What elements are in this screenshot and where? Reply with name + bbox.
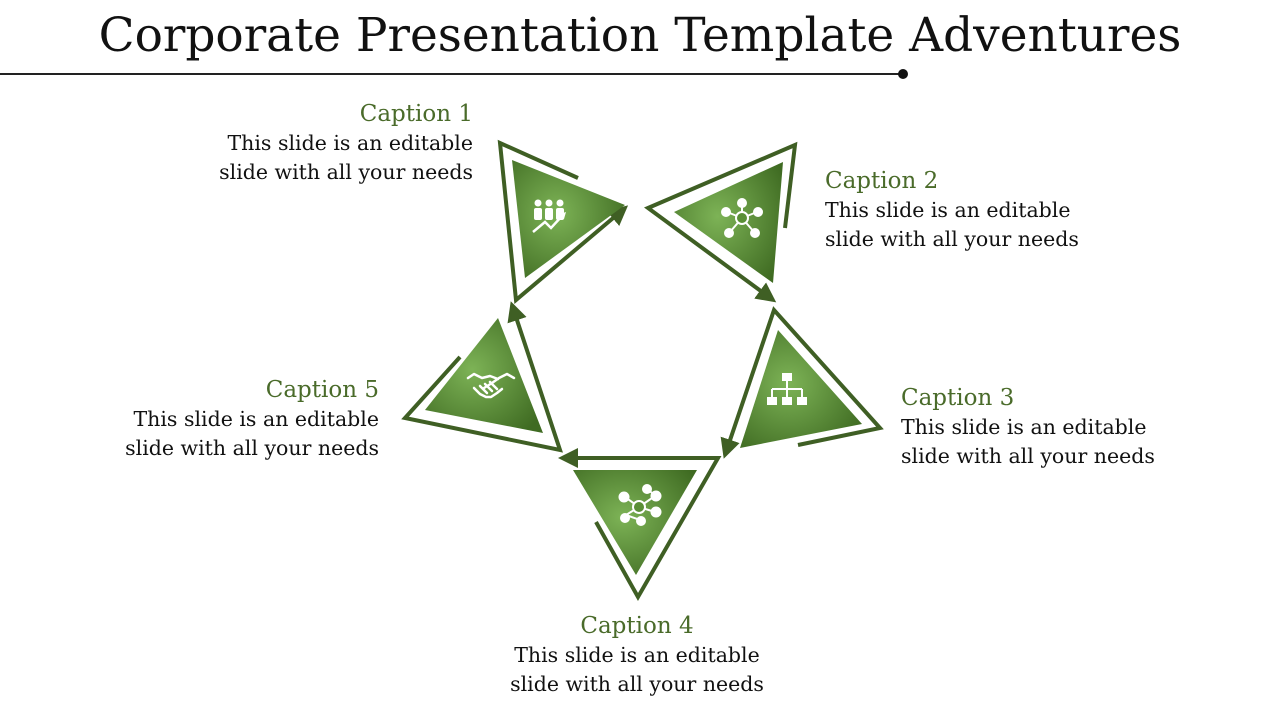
star-point-2 bbox=[643, 141, 798, 303]
caption-4-heading: Caption 4 bbox=[580, 613, 694, 639]
caption-4-line2: slide with all your needs bbox=[510, 672, 764, 696]
caption-1-line2: slide with all your needs bbox=[219, 160, 473, 184]
hierarchy-icon bbox=[767, 373, 807, 405]
caption-5-line1: This slide is an editable bbox=[133, 407, 380, 431]
outline-arrow-5 bbox=[401, 301, 563, 453]
triangle-1 bbox=[512, 160, 625, 278]
caption-1-line1: This slide is an editable bbox=[227, 131, 474, 155]
outline-arrow-4 bbox=[558, 448, 722, 602]
outline-arrow-1 bbox=[497, 139, 629, 304]
caption-5-line2: slide with all your needs bbox=[125, 436, 379, 460]
triangle-2 bbox=[674, 162, 783, 283]
network-people-icon bbox=[721, 198, 763, 238]
caption-3-line1: This slide is an editable bbox=[901, 415, 1147, 439]
caption-4-line1: This slide is an editable bbox=[514, 643, 760, 667]
outline-arrow-3 bbox=[720, 306, 884, 459]
caption-3: Caption 3 This slide is an editable slid… bbox=[901, 383, 1201, 471]
handshake-icon bbox=[466, 372, 516, 399]
caption-2: Caption 2 This slide is an editable slid… bbox=[825, 166, 1125, 254]
caption-4: Caption 4 This slide is an editable slid… bbox=[487, 611, 787, 699]
connections-icon bbox=[618, 484, 662, 526]
slide-title: Corporate Presentation Template Adventur… bbox=[98, 8, 1182, 63]
triangle-5 bbox=[425, 318, 543, 433]
caption-5-heading: Caption 5 bbox=[265, 377, 379, 403]
star-point-4 bbox=[558, 448, 722, 602]
caption-2-line1: This slide is an editable bbox=[825, 198, 1071, 222]
triangle-4 bbox=[573, 470, 697, 575]
caption-2-line2: slide with all your needs bbox=[825, 227, 1079, 251]
star-point-1 bbox=[497, 139, 629, 304]
caption-1-heading: Caption 1 bbox=[359, 101, 473, 127]
caption-5: Caption 5 This slide is an editable slid… bbox=[79, 375, 379, 463]
title-underline bbox=[0, 73, 903, 75]
caption-2-heading: Caption 2 bbox=[825, 168, 939, 194]
caption-1: Caption 1 This slide is an editable slid… bbox=[200, 99, 473, 187]
caption-3-line2: slide with all your needs bbox=[901, 444, 1155, 468]
star-point-3 bbox=[720, 306, 884, 459]
caption-3-heading: Caption 3 bbox=[901, 385, 1015, 411]
outline-arrow-2 bbox=[643, 141, 798, 303]
title-underline-dot bbox=[898, 69, 908, 79]
star-point-5 bbox=[401, 301, 563, 453]
team-growth-icon bbox=[532, 199, 566, 233]
